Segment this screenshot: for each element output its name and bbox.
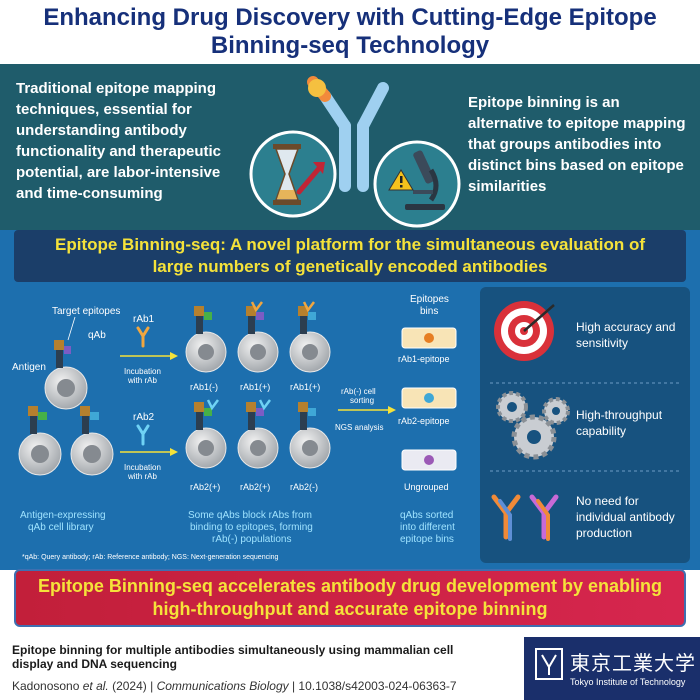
bin-ungrouped xyxy=(401,449,457,471)
large-antibody-icon xyxy=(307,76,389,192)
row2-label-3: rAb2(-) xyxy=(290,482,318,492)
ngs-label: NGS analysis xyxy=(335,423,383,432)
benefit-production-line2: individual antibody xyxy=(576,510,675,524)
incubation-1-line2: with rAb xyxy=(127,376,157,385)
citation-doi: | 10.1038/s42003-024-06363-7 xyxy=(288,679,457,693)
logo-japanese-name: 東京工業大学 xyxy=(570,651,696,675)
benefits-panel: High accuracy and sensitivity High-throu… xyxy=(480,287,690,563)
hourglass-circle xyxy=(249,130,337,218)
row2-result-cells xyxy=(185,399,331,469)
rab1-label: rAb1 xyxy=(133,314,155,325)
caption-right-3: epitope bins xyxy=(400,534,454,545)
caption-mid-1: Some qAbs block rAbs from xyxy=(188,510,312,521)
microscope-circle xyxy=(373,140,461,228)
title-line-2: Binning-seq Technology xyxy=(210,32,490,59)
bin-rab1 xyxy=(401,327,457,349)
qab-cell-library xyxy=(18,406,114,476)
rab1-antibody-icon xyxy=(136,326,150,348)
row1-label-2: rAb1(+) xyxy=(240,382,270,392)
bin-rab2 xyxy=(401,387,457,409)
antigen-label: Antigen xyxy=(12,362,46,373)
row1-label-1: rAb1(-) xyxy=(190,382,218,392)
hero-illustration xyxy=(249,76,461,228)
antibody-icon xyxy=(491,494,559,541)
conclusion-banner: Epitope Binning-seq accelerates antibody… xyxy=(14,569,686,627)
citation-journal: Communications Biology xyxy=(156,679,289,693)
sorting-label-1: rAb(-) cell xyxy=(341,387,376,396)
workflow-diagram: Target epitopes qAb Antigen rAb1 Incubat… xyxy=(12,294,457,545)
benefits-graphics xyxy=(490,301,680,541)
microscope-icon xyxy=(405,150,445,210)
benefit-production-line1: No need for xyxy=(576,494,639,508)
paper-citation: Kadonosono et al. (2024) | Communication… xyxy=(12,679,457,693)
caption-left-2: qAb cell library xyxy=(28,522,94,533)
benefit-accuracy: High accuracy and sensitivity xyxy=(576,319,675,351)
row2-label-1: rAb2(+) xyxy=(190,482,220,492)
subtitle-banner: Epitope Binning-seq: A novel platform fo… xyxy=(14,230,686,282)
benefit-accuracy-line2: sensitivity xyxy=(576,336,629,350)
incubation-1-line1: Incubation xyxy=(124,367,161,376)
citation-authors: Kadonosono xyxy=(12,679,83,693)
gears-icon xyxy=(496,391,570,460)
bin-ungrouped-label: Ungrouped xyxy=(404,482,449,492)
conclusion-text: Epitope Binning-seq accelerates antibody… xyxy=(37,576,663,619)
target-epitopes-label: Target epitopes xyxy=(52,306,120,317)
logo-english-name: Tokyo Institute of Technology xyxy=(570,677,686,687)
intro-left-text: Traditional epitope mapping techniques, … xyxy=(16,80,222,202)
bin-rab2-label: rAb2-epitope xyxy=(398,416,450,426)
benefit-throughput-line2: capability xyxy=(576,424,627,438)
caption-left-1: Antigen-expressing xyxy=(20,510,106,521)
incubation-2-line1: Incubation xyxy=(124,463,161,472)
row1-result-cells xyxy=(185,301,331,373)
caption-mid-2: binding to epitopes, forming xyxy=(190,522,313,533)
row2-label-2: rAb2(+) xyxy=(240,482,270,492)
row1-label-3: rAb1(+) xyxy=(290,382,320,392)
citation-etal: et al. xyxy=(82,679,109,693)
target-icon xyxy=(494,301,555,361)
sorting-label-2: sorting xyxy=(350,396,374,405)
footnote: *qAb: Query antibody; rAb: Reference ant… xyxy=(22,554,279,561)
rab2-antibody-icon xyxy=(136,424,150,446)
caption-mid-3: rAb(-) populations xyxy=(212,534,291,545)
rab2-label: rAb2 xyxy=(133,412,155,423)
university-logo: 東京工業大学 Tokyo Institute of Technology xyxy=(524,637,700,700)
benefit-production: No need for individual antibody producti… xyxy=(576,493,675,541)
caption-right-2: into different xyxy=(400,522,455,533)
warning-icon xyxy=(388,169,414,191)
title-line-1: Enhancing Drug Discovery with Cutting-Ed… xyxy=(43,4,657,31)
qab-cell-1 xyxy=(44,340,88,410)
subtitle-text: Epitope Binning-seq: A novel platform fo… xyxy=(55,235,645,276)
intro-right-text: Epitope binning is an alternative to epi… xyxy=(468,94,686,195)
page-title: Enhancing Drug Discovery with Cutting-Ed… xyxy=(0,4,700,60)
incubation-2-line2: with rAb xyxy=(127,472,157,481)
university-emblem-icon xyxy=(535,648,563,680)
benefit-throughput: High-throughput capability xyxy=(576,407,662,439)
paper-title: Epitope binning for multiple antibodies … xyxy=(12,643,454,671)
hourglass-icon xyxy=(273,144,301,205)
caption-right-1: qAbs sorted xyxy=(400,510,453,521)
epitopes-bins-label-1: Epitopes xyxy=(410,294,449,305)
qab-label: qAb xyxy=(88,330,106,341)
benefit-accuracy-line1: High accuracy and xyxy=(576,320,676,334)
citation-year: (2024) | xyxy=(108,679,157,693)
benefit-throughput-line1: High-throughput xyxy=(576,408,663,422)
benefit-production-line3: production xyxy=(576,526,633,540)
bin-rab1-label: rAb1-epitope xyxy=(398,354,450,364)
epitopes-bins-label-2: bins xyxy=(420,306,438,317)
